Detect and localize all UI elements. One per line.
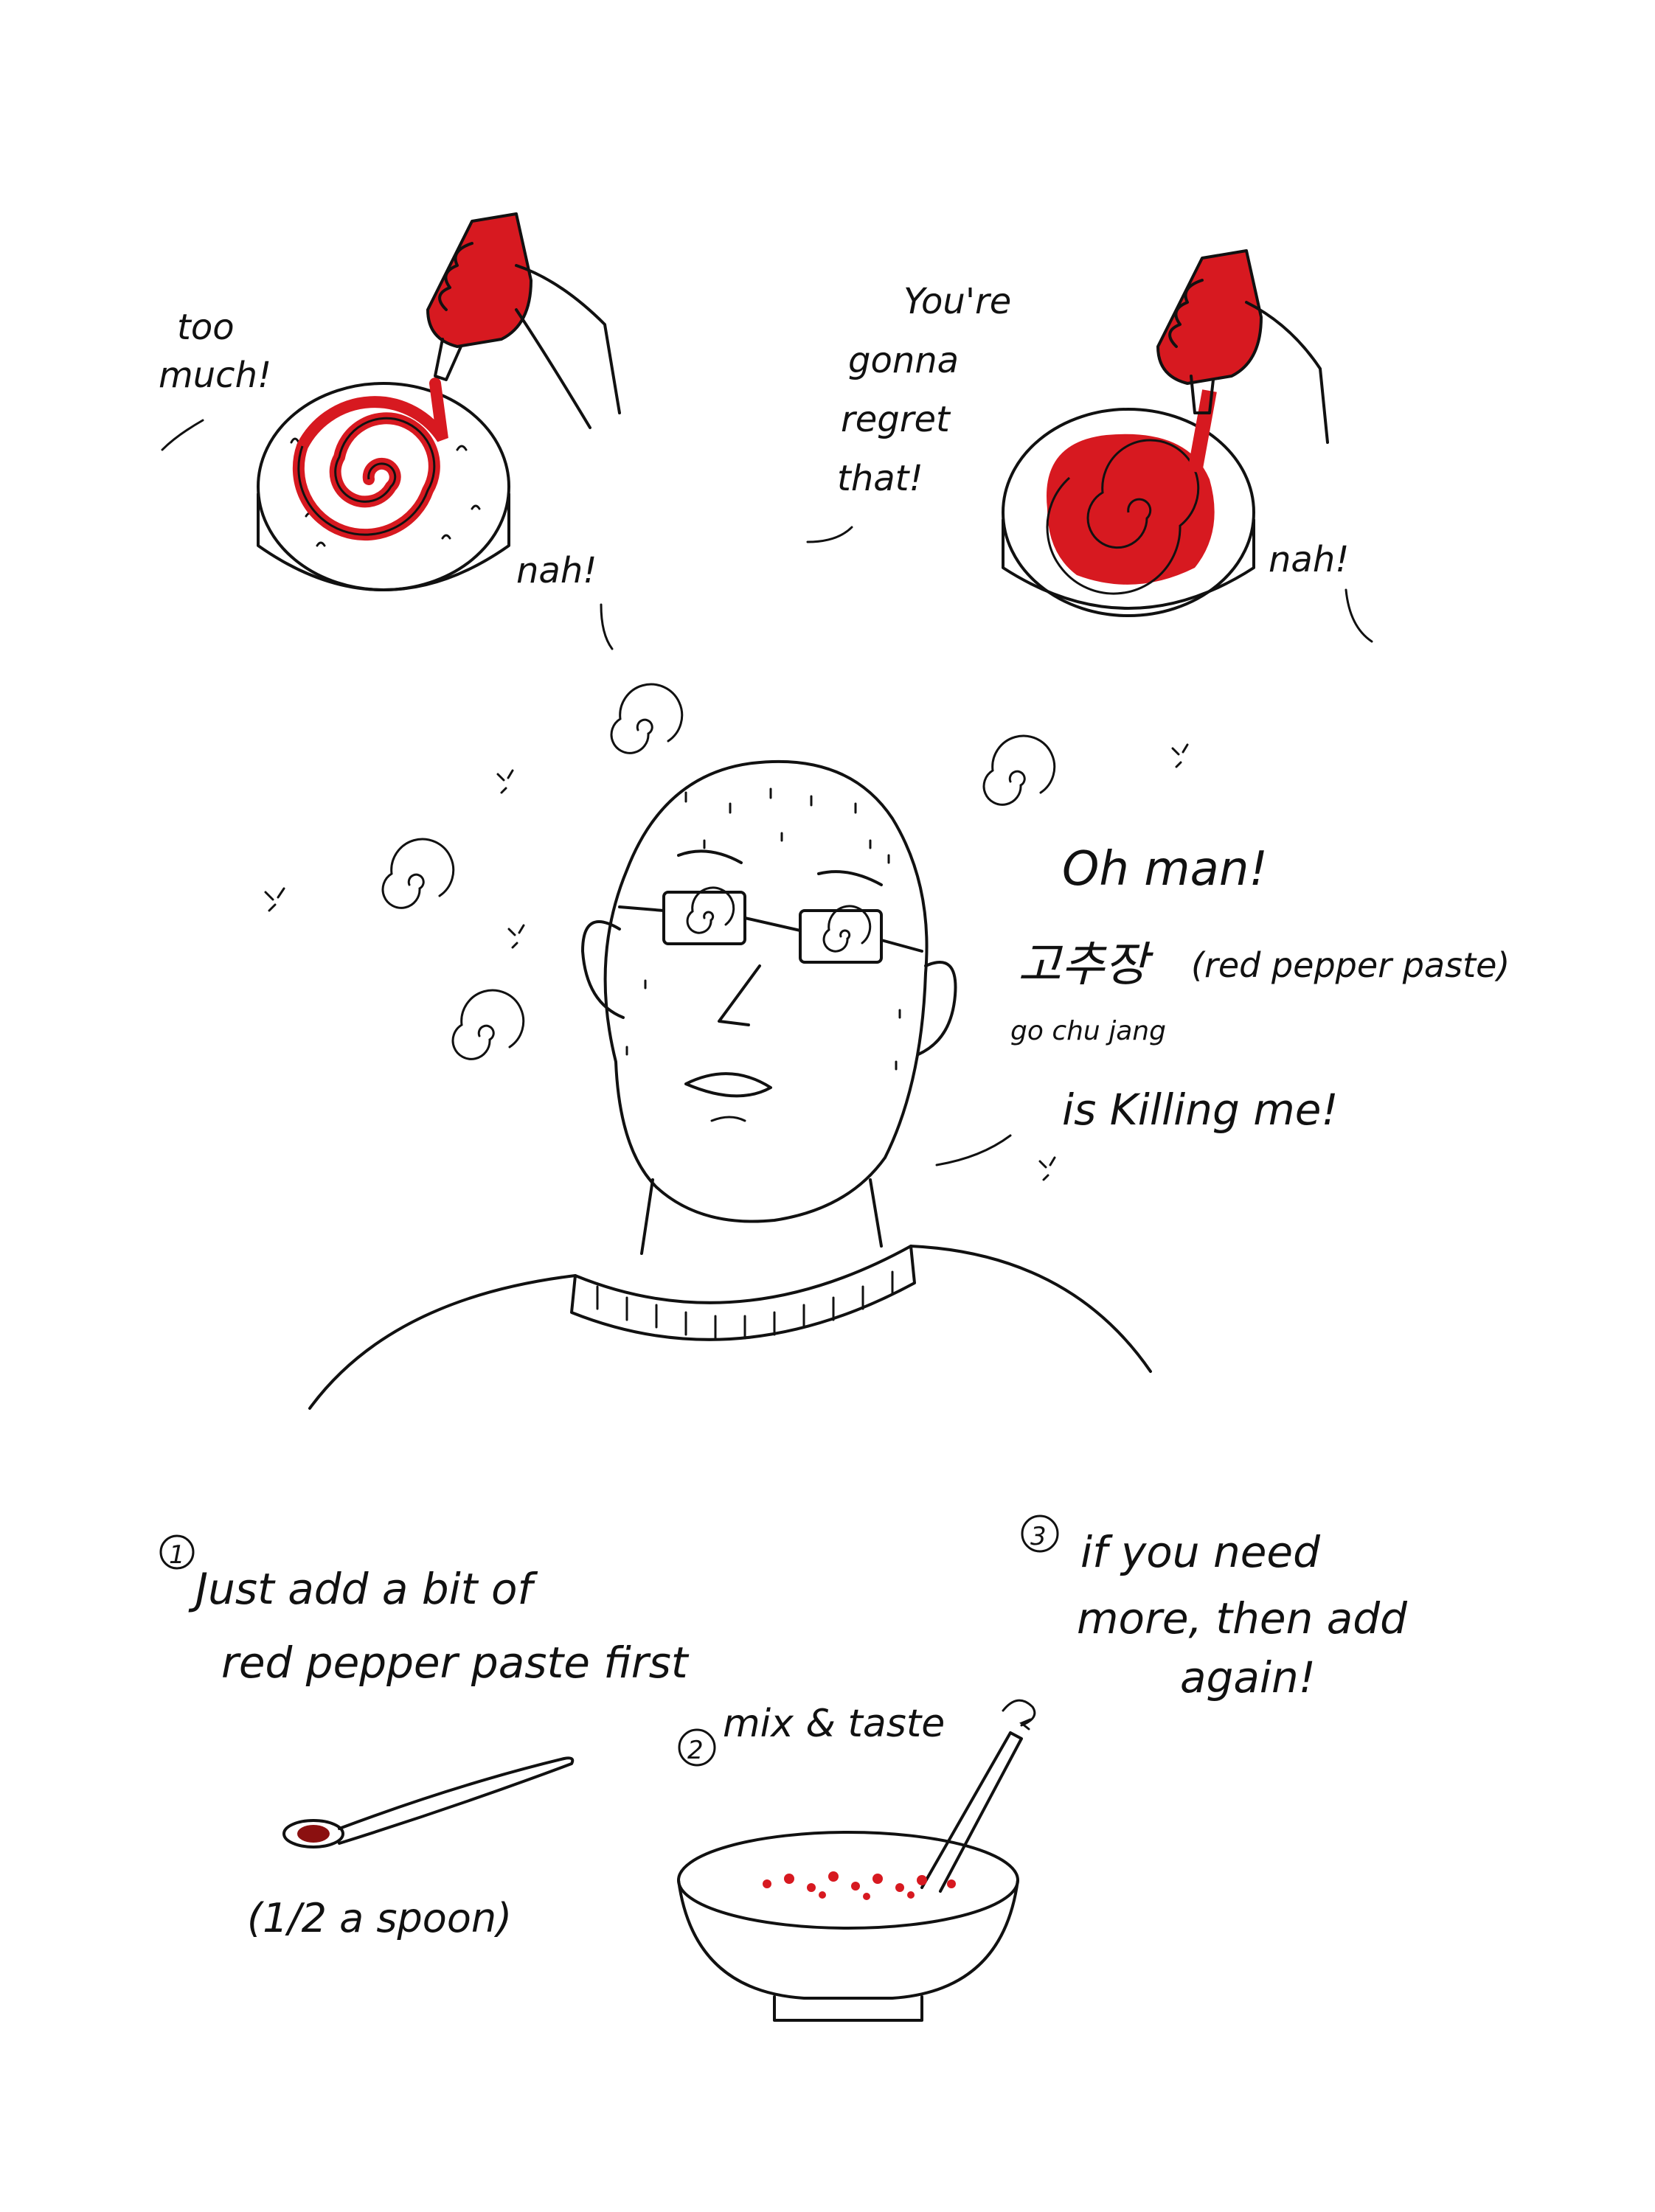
- step-3-circle: [1021, 1514, 1059, 1553]
- red-pepper-paste-label: (red pepper paste): [1191, 945, 1510, 985]
- step-3-number: 3: [1030, 1522, 1047, 1551]
- head-outline: [603, 759, 929, 1223]
- regret-label: regret: [841, 399, 951, 440]
- oh-man-label: Oh man!: [1062, 842, 1268, 897]
- nah-label-2: nah!: [1269, 539, 1350, 580]
- step-2-circle: [678, 1728, 716, 1767]
- right-ear: [917, 961, 957, 1056]
- too-label: too: [177, 307, 235, 348]
- thick-sauce-blob: [1046, 389, 1217, 595]
- man-figure: [308, 759, 1152, 1410]
- sweat-drops: [625, 787, 901, 1071]
- collar: [570, 1245, 916, 1341]
- eyebrow-right: [817, 870, 883, 886]
- thin-sauce-spiral: [292, 378, 448, 541]
- sauce-bottle-1: [426, 212, 621, 429]
- swirl-eye-right: [822, 905, 872, 953]
- youre-label: You're: [903, 281, 1011, 322]
- step-2-number: 2: [687, 1736, 704, 1765]
- spoon: [282, 1756, 575, 1848]
- nose: [718, 964, 761, 1026]
- dizzy-swirls: [381, 683, 1056, 1060]
- speech-tail-1: [161, 419, 204, 451]
- step-1-number: 1: [169, 1540, 185, 1570]
- mixing-bowl: [677, 1731, 1023, 2022]
- killing-me-label: is Killing me!: [1062, 1085, 1339, 1135]
- panel-1: too much! nah!: [159, 212, 621, 650]
- sparkles: [264, 743, 1189, 1181]
- nah-label-1: nah!: [516, 550, 597, 591]
- plate-2: [1002, 408, 1255, 617]
- swirl-eye-left: [686, 886, 735, 934]
- shoulders: [308, 1245, 1152, 1410]
- gochujang-korean-label: 고추장: [1018, 938, 1154, 992]
- glasses: [618, 886, 923, 964]
- speech-tail-4: [1345, 588, 1373, 643]
- mouth: [684, 1072, 772, 1098]
- panel-2: You're gonna regret that! nah!: [806, 249, 1373, 643]
- stir-arrow-icon: [1002, 1699, 1036, 1731]
- speech-tail-3: [806, 526, 853, 543]
- neck: [640, 1178, 883, 1255]
- romanization-label: go chu jang: [1010, 1016, 1166, 1046]
- step-1-line-2: red pepper paste first: [221, 1638, 690, 1688]
- step-1-circle: [159, 1534, 195, 1570]
- that-label: that!: [837, 458, 923, 499]
- speech-tail-2: [600, 603, 614, 650]
- eyebrow-left: [677, 849, 743, 864]
- much-label: much!: [159, 355, 271, 396]
- left-ear: [581, 920, 625, 1019]
- step-3-line-3: again!: [1180, 1652, 1316, 1703]
- gonna-label: gonna: [848, 340, 959, 381]
- speech-tail-5: [935, 1134, 1012, 1166]
- step-3-line-1: if you need: [1080, 1527, 1321, 1577]
- panel-4-steps: 1 Just add a bit of red pepper paste fir…: [159, 1514, 1408, 2022]
- step-2-label: mix & taste: [723, 1702, 945, 1746]
- panel-3: Oh man! 고추장 (red pepper paste) go chu ja…: [264, 683, 1510, 1410]
- sauce-bottle-2: [1156, 249, 1329, 444]
- half-spoon-caption: (1/2 a spoon): [247, 1895, 512, 1941]
- step-3-line-2: more, then add: [1077, 1593, 1408, 1644]
- step-1-line-1: Just add a bit of: [188, 1564, 538, 1614]
